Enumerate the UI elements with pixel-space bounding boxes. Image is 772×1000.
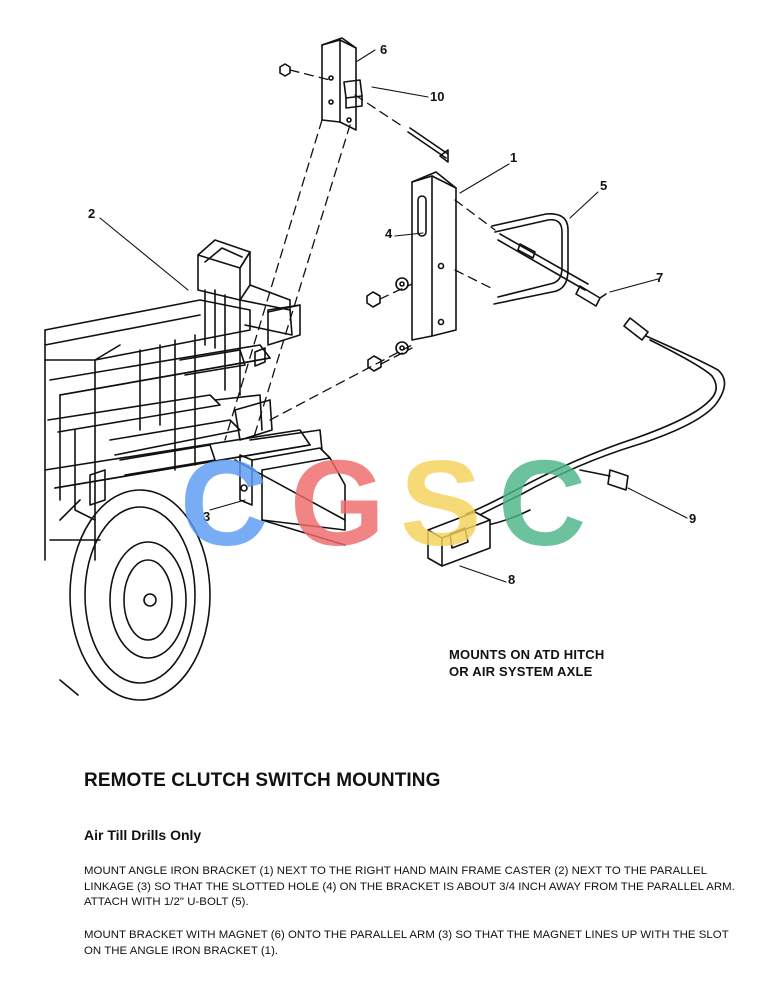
callout-6: 6 [380, 42, 387, 57]
watermark-letter-s: S [400, 435, 481, 571]
callout-2: 2 [88, 206, 95, 221]
section-subtitle: Air Till Drills Only [84, 827, 202, 843]
parts-diagram: 6 10 1 5 4 7 2 3 8 9 C G S C [44, 37, 726, 701]
callout-10: 10 [430, 89, 444, 104]
assembly-lines [224, 69, 496, 441]
parallel-linkage [234, 429, 346, 546]
callout-1: 1 [510, 150, 517, 165]
caster-mount [197, 239, 301, 441]
sensor [497, 233, 607, 307]
callout-3: 3 [203, 509, 210, 524]
switch-box [427, 511, 491, 567]
callout-5: 5 [600, 178, 607, 193]
callout-4: 4 [385, 226, 393, 241]
mount-note: MOUNTS ON ATD HITCH OR AIR SYSTEM AXLE [449, 646, 604, 680]
magnet-bracket [321, 37, 363, 131]
watermark-letter-c: C [180, 435, 268, 571]
page-title: REMOTE CLUTCH SWITCH MOUNTING [84, 770, 441, 791]
mount-note-line-2: OR AIR SYSTEM AXLE [449, 664, 593, 679]
callout-9: 9 [689, 511, 696, 526]
angle-iron-bracket [411, 171, 457, 341]
instruction-paragraph-1: MOUNT ANGLE IRON BRACKET (1) NEXT TO THE… [84, 865, 735, 909]
leader-lines [99, 49, 688, 583]
callout-7: 7 [656, 270, 663, 285]
watermark-logo: C G S C [180, 435, 586, 571]
fasteners [279, 63, 449, 372]
watermark-letter-c2: C [498, 435, 586, 571]
u-bolt [491, 213, 569, 305]
callout-8: 8 [508, 572, 515, 587]
watermark-letter-g: G [290, 435, 385, 571]
mount-note-line-1: MOUNTS ON ATD HITCH [449, 647, 605, 662]
instruction-paragraph-2: MOUNT BRACKET WITH MAGNET (6) ONTO THE P… [84, 929, 729, 957]
harness-cable [465, 317, 726, 526]
caster-wheel [59, 489, 211, 701]
